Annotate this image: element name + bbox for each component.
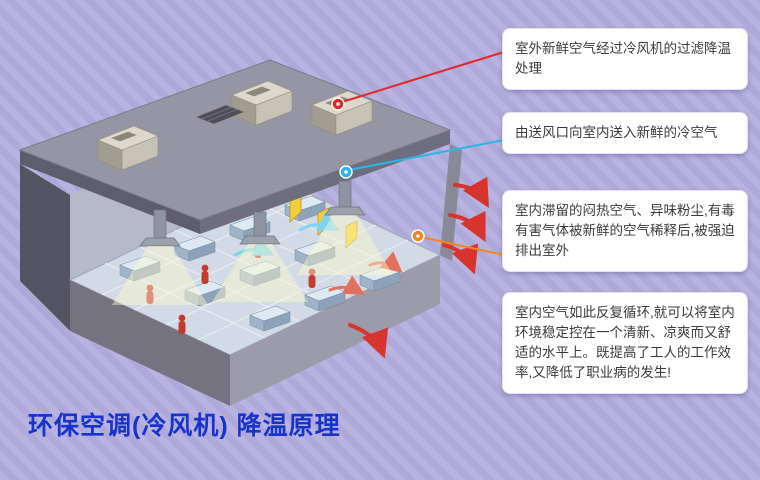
left-end-wall — [20, 164, 70, 331]
callout-supply-air: 由送风口向室内送入新鲜的冷空气 — [502, 112, 748, 154]
callout-fresh-air-text: 室外新鲜空气经过冷风机的过滤降温处理 — [515, 41, 731, 76]
callout-supply-air-text: 由送风口向室内送入新鲜的冷空气 — [515, 125, 718, 140]
air-light-cone — [212, 244, 308, 302]
supply-ducts — [112, 180, 393, 305]
supply-duct-highlighted — [297, 180, 393, 275]
exhaust-vent — [345, 220, 358, 249]
front-right-wall — [230, 255, 440, 406]
exhaust-arrow-icon — [453, 176, 489, 208]
callout-exhaust-air: 室内滞留的闷热空气、异味粉尘,有毒有害气体被新鲜的空气稀释后,被强迫排出室外 — [502, 190, 748, 272]
cooling-unit-1 — [97, 125, 159, 171]
worker-figure — [308, 268, 316, 288]
callout-fresh-air: 室外新鲜空气经过冷风机的过滤降温处理 — [502, 28, 748, 90]
air-light-cone — [297, 215, 393, 275]
page-title: 环保空调(冷风机) 降温原理 — [28, 412, 341, 440]
cool-air-swirl-icon — [233, 236, 275, 257]
building-illustration — [18, 59, 489, 406]
cool-air-swirl-icon — [298, 211, 340, 232]
roof-vent-grid — [195, 104, 245, 125]
warm-air-swirl-icon — [368, 251, 403, 273]
front-left-wall — [70, 280, 230, 406]
air-light-cone — [112, 246, 208, 305]
worker-figure — [201, 264, 209, 284]
callout-exhaust-air-text: 室内滞留的闷热空气、异味粉尘,有毒有害气体被新鲜的空气稀释后,被强迫排出室外 — [515, 203, 735, 258]
exhaust-arrow-icon — [348, 323, 389, 359]
supply-duct — [112, 209, 208, 305]
exhaust-arrow-icon — [448, 210, 486, 243]
cooling-unit-2 — [231, 80, 293, 126]
right-gable-wall — [440, 144, 462, 261]
air-swirls — [233, 211, 403, 295]
worker-figure — [178, 314, 186, 334]
callout-circulation-text: 室内空气如此反复循环,就可以将室内环境稳定控在一个清新、凉爽而又舒适的水平上。既… — [515, 305, 735, 380]
callout-circulation: 室内空气如此反复循环,就可以将室内环境稳定控在一个清新、凉爽而又舒适的水平上。既… — [502, 292, 748, 394]
workstations — [119, 195, 401, 332]
warm-air-swirl-icon — [328, 275, 366, 295]
worker-figure — [146, 284, 154, 304]
supply-duct — [212, 211, 308, 302]
